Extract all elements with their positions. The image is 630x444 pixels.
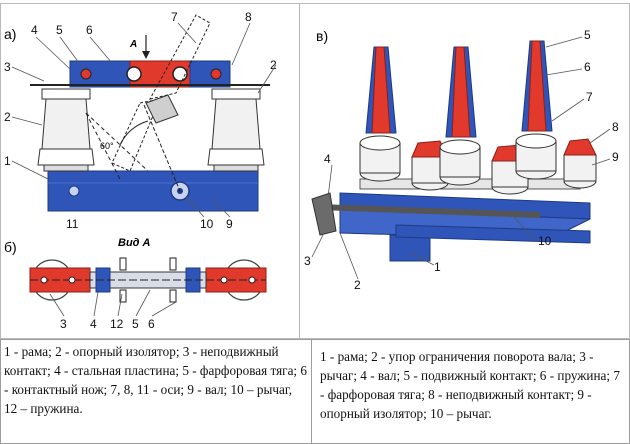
callout-a-8: 8 [245,10,252,24]
callout-a-5: 5 [56,23,63,37]
axis-11 [68,185,80,197]
callout-a-2l: 2 [4,110,11,124]
callout-b-6: 6 [148,317,155,331]
callout-b-12: 12 [110,317,124,331]
callout-v-8: 8 [612,120,619,134]
caption-left: 1 - рама; 2 - опорный изолятор; 3 - непо… [0,339,312,444]
panel-a-tag: а) [4,26,16,42]
pole-1 [359,46,449,191]
pole-3 [515,40,597,189]
callout-v-10: 10 [538,234,552,248]
caption-right-text: 1 - рама; 2 - упор ограничения поворота … [320,349,620,421]
callout-v-5: 5 [584,28,591,42]
caption-right: 1 - рама; 2 - упор ограничения поворота … [312,339,630,444]
callout-v-9: 9 [612,150,619,164]
frame-rama [47,170,259,212]
view-a-label: A [129,39,137,50]
callout-a-4: 4 [31,23,38,37]
diagram-a: а) A 60° 4 5 6 3 7 [4,10,277,231]
diagram-v: в) 5 6 7 [304,28,619,292]
callout-a-11: 11 [66,217,79,231]
pole-2 [439,46,529,195]
callout-v-1: 1 [434,260,441,274]
caption-left-text: 1 - рама; 2 - опорный изолятор; 3 - непо… [4,344,307,416]
callout-a-7: 7 [171,10,178,24]
panel-v-tag: в) [316,28,328,44]
contact-knife-6 [111,14,211,172]
callout-a-6: 6 [86,23,93,37]
callout-v-3: 3 [304,254,311,268]
view-title: Вид А [118,237,151,249]
callout-v-4: 4 [324,152,331,166]
callout-b-4: 4 [90,317,97,331]
callout-v-7: 7 [586,90,593,104]
callout-a-10: 10 [200,217,214,231]
callout-v-6: 6 [584,60,591,74]
callout-v-2: 2 [354,278,361,292]
callout-a-1: 1 [4,154,11,168]
callout-a-3: 3 [4,60,11,74]
callout-a-2r: 2 [270,58,277,72]
angle-label: 60° [100,141,114,151]
contact-bar-left [69,60,133,88]
callout-a-9: 9 [226,217,233,231]
panel-b-tag: б) [4,239,17,255]
diagram-b: б) Вид А 3 4 12 5 6 [4,237,267,331]
callout-b-3: 3 [60,317,67,331]
callout-b-5: 5 [132,317,139,331]
contact-bar-right [189,60,231,88]
insulator-right [207,88,265,172]
insulator-left [37,88,95,172]
